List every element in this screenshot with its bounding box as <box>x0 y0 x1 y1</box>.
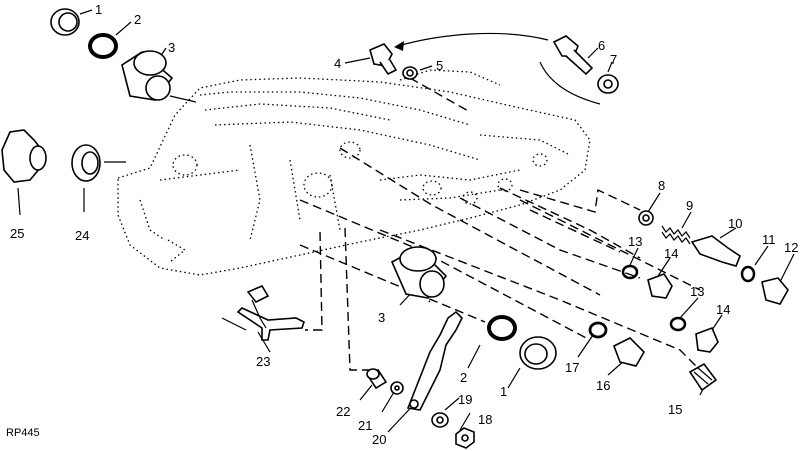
callout-8: 8 <box>658 178 665 193</box>
seal-ring-part-2-top <box>88 33 118 59</box>
washer-part-8 <box>638 210 654 226</box>
callout-20: 20 <box>372 432 386 447</box>
plug-part-14-upper <box>647 273 673 299</box>
callout-arrow <box>394 32 601 105</box>
plug-part-14-lower <box>695 326 719 353</box>
callout-13-upper: 13 <box>628 234 642 249</box>
seal-ring-part-11 <box>740 265 756 283</box>
bushing-part-1-lower <box>519 336 557 370</box>
callout-13-lower: 13 <box>690 284 704 299</box>
washer-part-5 <box>402 66 418 80</box>
bushing-part-1-top <box>50 8 80 36</box>
dashed-paths <box>299 77 701 371</box>
fitting-part-4 <box>369 43 398 76</box>
callout-1-lower: 1 <box>500 384 507 399</box>
callout-25: 25 <box>10 226 24 241</box>
callout-21: 21 <box>358 418 372 433</box>
lever-part-20 <box>406 310 463 411</box>
callout-7: 7 <box>610 52 617 67</box>
figure-code: RP445 <box>6 427 40 439</box>
seal-ring-part-13-upper <box>621 264 639 280</box>
spring-plug-part-15 <box>688 362 718 392</box>
callout-3-lower: 3 <box>378 310 385 325</box>
callout-2-lower: 2 <box>460 370 467 385</box>
washer-part-19 <box>431 412 449 428</box>
callout-15: 15 <box>668 402 682 417</box>
callout-5: 5 <box>436 58 443 73</box>
callout-1-top: 1 <box>95 2 102 17</box>
callout-22: 22 <box>336 404 350 419</box>
washer-part-7 <box>597 74 619 94</box>
nut-part-18 <box>455 427 475 449</box>
spring-part-9 <box>661 225 691 245</box>
callout-23: 23 <box>256 354 270 369</box>
transmission-housing <box>117 69 591 276</box>
callout-14-upper: 14 <box>664 246 678 261</box>
callout-14-lower: 14 <box>716 302 730 317</box>
callout-3-top: 3 <box>168 40 175 55</box>
sleeve-part-3-lower <box>390 246 448 299</box>
callout-11: 11 <box>762 232 776 247</box>
callout-24: 24 <box>75 228 89 243</box>
seal-part-24 <box>71 144 101 182</box>
seal-ring-part-2-lower <box>487 315 517 341</box>
callout-6: 6 <box>598 38 605 53</box>
knob-part-25 <box>1 129 47 183</box>
plug-part-12 <box>761 277 789 305</box>
callout-4: 4 <box>334 56 341 71</box>
bushing-part-22 <box>366 368 388 390</box>
shift-arm-part-23 <box>221 284 305 341</box>
seal-ring-part-13-lower <box>669 316 687 332</box>
callout-12: 12 <box>784 240 798 255</box>
seal-ring-part-17 <box>588 321 608 339</box>
callout-19: 19 <box>458 392 472 407</box>
callout-16: 16 <box>596 378 610 393</box>
callout-labels: 1 2 3 4 5 6 7 8 9 10 11 12 13 14 13 14 1… <box>6 2 798 447</box>
callout-2-top: 2 <box>134 12 141 27</box>
callout-18: 18 <box>478 412 492 427</box>
callout-17: 17 <box>565 360 579 375</box>
washer-part-21 <box>390 381 404 395</box>
valve-part-10 <box>690 235 741 267</box>
callout-10: 10 <box>728 216 742 231</box>
sleeve-part-3-top <box>121 50 174 101</box>
leader-lines <box>17 9 795 433</box>
plug-part-16 <box>612 337 645 367</box>
callout-9: 9 <box>686 198 693 213</box>
fitting-part-6 <box>552 35 594 76</box>
